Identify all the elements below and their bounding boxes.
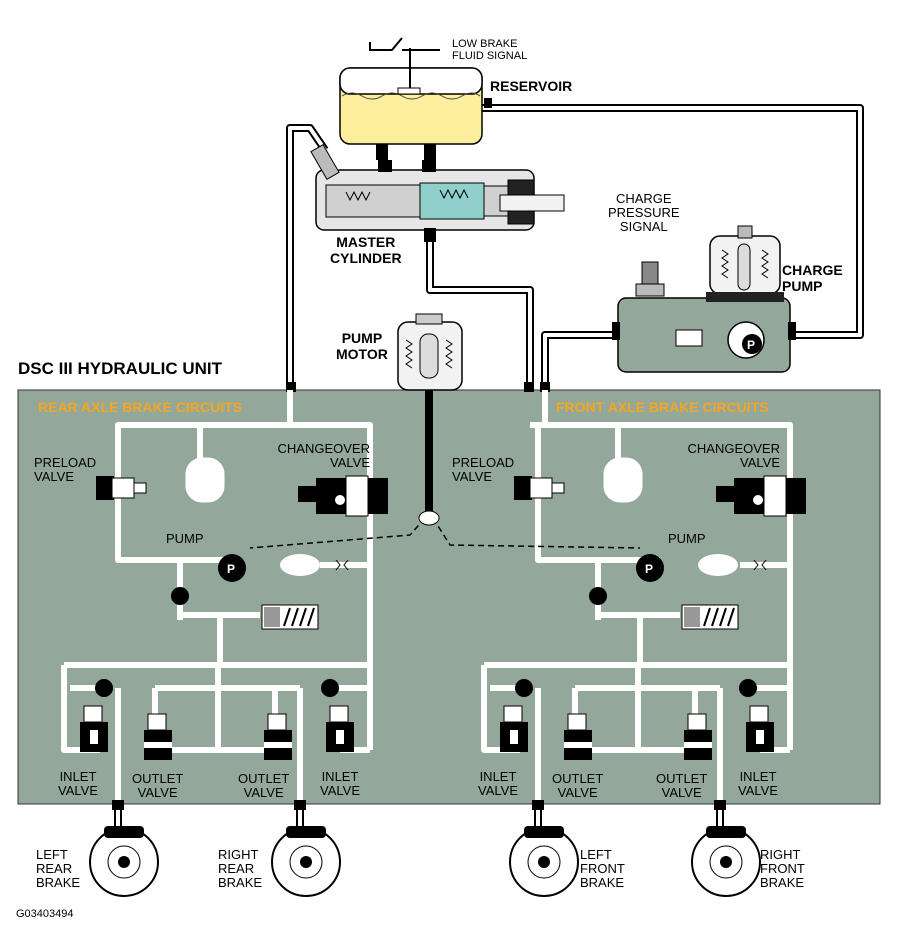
left-front-brake-disc bbox=[509, 810, 579, 897]
front-right-inlet-valve bbox=[746, 705, 774, 752]
right-front-brake-disc bbox=[691, 810, 761, 897]
front-pump-symbol: P bbox=[645, 562, 654, 576]
master-cylinder bbox=[310, 143, 565, 242]
rear-right-outlet-valve bbox=[264, 713, 292, 760]
charge-pump-symbol: P bbox=[747, 338, 756, 352]
rear-pump-symbol: P bbox=[227, 562, 236, 576]
pump-motor-shaft bbox=[425, 330, 433, 518]
pump-drive-links bbox=[249, 517, 641, 549]
brake-discs bbox=[89, 810, 761, 897]
front-left-inlet-valve bbox=[500, 705, 528, 752]
rear-right-inlet-valve bbox=[326, 705, 354, 752]
dsc-unit-title: DSC III HYDRAULIC UNIT bbox=[18, 359, 222, 378]
rear-pump-label: PUMP bbox=[166, 531, 204, 546]
external-pipes bbox=[286, 104, 864, 390]
left-rear-brake-disc bbox=[89, 810, 159, 897]
reservoir bbox=[339, 37, 492, 160]
figure-code: G03403494 bbox=[16, 908, 74, 920]
reservoir-label: RESERVOIR bbox=[490, 78, 573, 94]
front-components bbox=[500, 457, 806, 760]
front-pump-label: PUMP bbox=[668, 531, 706, 546]
front-left-outlet-valve bbox=[564, 713, 592, 760]
front-axle-circuits-label: FRONT AXLE BRAKE CIRCUITS bbox=[556, 399, 769, 415]
front-right-outlet-valve bbox=[684, 713, 712, 760]
rear-axle-circuits-label: REAR AXLE BRAKE CIRCUITS bbox=[38, 399, 243, 415]
pump-motor bbox=[397, 313, 463, 391]
rear-components bbox=[80, 457, 388, 760]
rear-left-inlet-valve bbox=[80, 705, 108, 752]
rear-left-outlet-valve bbox=[144, 713, 172, 760]
charge-pump bbox=[612, 225, 796, 373]
brake-ports bbox=[112, 800, 726, 810]
pump-motor-eccentric bbox=[418, 510, 440, 526]
right-rear-brake-disc bbox=[271, 810, 341, 897]
